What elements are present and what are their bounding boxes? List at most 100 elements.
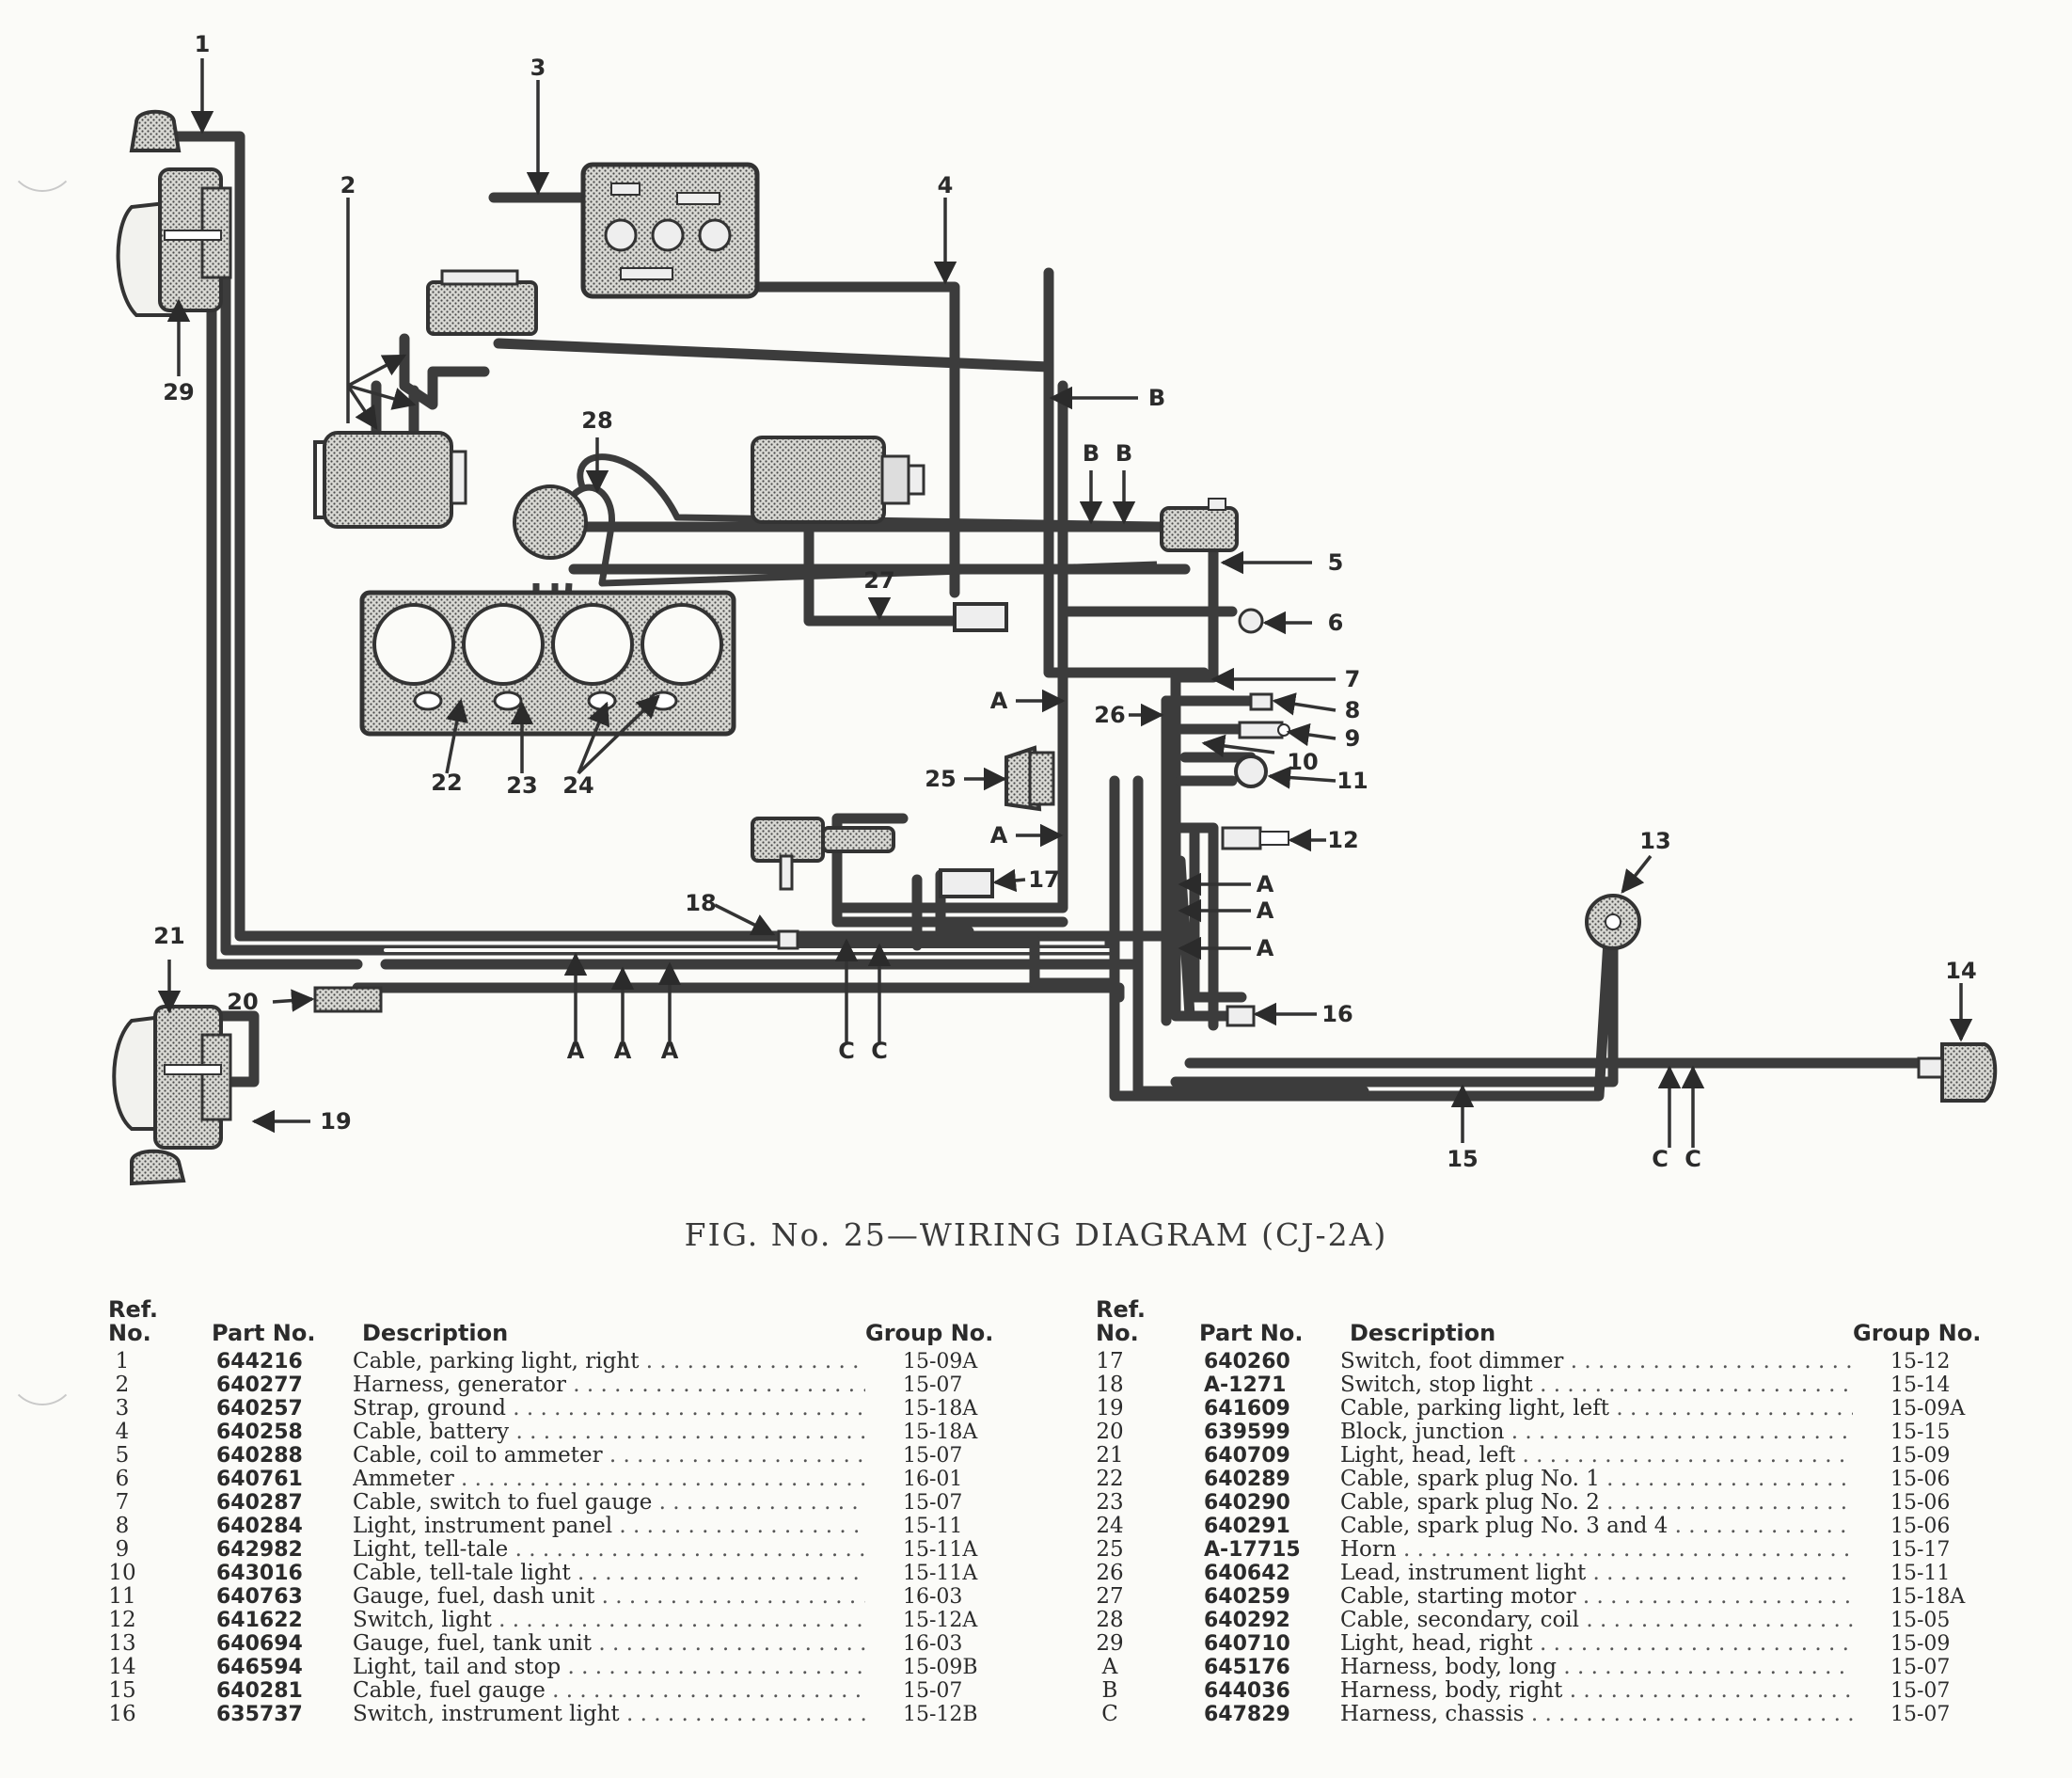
part-number: 639599 — [1204, 1421, 1290, 1444]
ref-number: 1 — [115, 1349, 130, 1373]
part-description: Gauge, fuel, tank unit — [353, 1632, 865, 1656]
foot-dimmer-switch — [939, 868, 994, 898]
header-ref: Ref. — [1096, 1296, 1147, 1323]
ref-number: 25 — [1096, 1537, 1124, 1562]
callout-b-1: B — [1148, 385, 1165, 411]
callout-a-8: A — [661, 1038, 679, 1064]
callout-20: 20 — [227, 989, 258, 1015]
ref-number: 16 — [108, 1702, 136, 1726]
group-number: 15-09A — [1890, 1397, 1966, 1421]
ref-number: B — [1101, 1678, 1118, 1703]
callout-a-7: A — [614, 1038, 632, 1064]
fuel-gauge-tank-unit — [1585, 894, 1641, 950]
header-no: No. — [1096, 1320, 1139, 1346]
part-description: Light, instrument panel — [353, 1515, 865, 1538]
part-description: Harness, generator — [353, 1373, 865, 1397]
group-number: 15-05 — [1890, 1609, 1951, 1632]
part-number: 640761 — [216, 1468, 303, 1491]
callout-11: 11 — [1337, 768, 1368, 794]
group-number: 15-07 — [1890, 1703, 1951, 1726]
callout-8: 8 — [1345, 697, 1361, 723]
part-number: 640710 — [1204, 1632, 1290, 1656]
ref-number: 14 — [108, 1655, 136, 1679]
part-number: 645176 — [1204, 1656, 1290, 1679]
callout-b-3: B — [1115, 440, 1132, 467]
ref-number: 15 — [108, 1678, 136, 1703]
engine-head — [359, 590, 736, 737]
group-number: 15-09 — [1890, 1632, 1951, 1656]
ref-number: 11 — [108, 1584, 136, 1609]
group-number: 15-17 — [1890, 1538, 1951, 1562]
callout-24: 24 — [562, 772, 593, 799]
ref-number: 12 — [108, 1608, 136, 1632]
callout-17: 17 — [1028, 866, 1059, 893]
horn — [1004, 745, 1055, 812]
figure-caption: FIG. No. 25—WIRING DIAGRAM (CJ-2A) — [684, 1216, 1388, 1253]
instrument-panel-light — [1249, 692, 1273, 711]
ref-number: 24 — [1096, 1514, 1124, 1538]
parts-table-header: Ref. No. Part No. Description Group No. — [103, 1298, 1006, 1350]
group-number: 15-07 — [903, 1679, 963, 1703]
callout-14: 14 — [1945, 958, 1976, 984]
part-description: Light, tail and stop — [353, 1656, 865, 1679]
part-description: Harness, body, right — [1340, 1679, 1853, 1703]
callout-22: 22 — [431, 770, 462, 796]
part-description: Cable, spark plug No. 2 — [1340, 1491, 1853, 1515]
voltage-regulator — [426, 269, 538, 336]
part-description: Horn — [1340, 1538, 1853, 1562]
header-description: Description — [1350, 1320, 1496, 1346]
callout-b-2: B — [1083, 440, 1099, 467]
group-number: 15-14 — [1890, 1373, 1951, 1397]
part-description: Switch, stop light — [1340, 1373, 1853, 1397]
part-description: Switch, foot dimmer — [1340, 1350, 1853, 1373]
part-description: Strap, ground — [353, 1397, 865, 1421]
part-number: 640281 — [216, 1679, 303, 1703]
ref-number: 6 — [115, 1467, 130, 1491]
part-number: 642982 — [216, 1538, 303, 1562]
parts-table-right: Ref. No. Part No. Description Group No. … — [1091, 1296, 1994, 1727]
part-number: 647829 — [1204, 1703, 1290, 1726]
ref-number: 29 — [1096, 1631, 1124, 1656]
part-number: 640292 — [1204, 1609, 1290, 1632]
part-description: Cable, parking light, right — [353, 1350, 865, 1373]
brake-unit — [751, 817, 895, 891]
part-number: A-1271 — [1204, 1373, 1287, 1397]
instrument-light-switch — [1226, 1005, 1256, 1027]
callout-3: 3 — [530, 55, 546, 81]
ref-number: 21 — [1096, 1443, 1124, 1468]
group-number: 15-06 — [1890, 1515, 1951, 1538]
callout-a-2: A — [990, 822, 1008, 849]
part-description: Ammeter — [353, 1468, 865, 1491]
stop-light-switch — [777, 929, 799, 950]
part-number: 640709 — [1204, 1444, 1290, 1468]
part-description: Cable, switch to fuel gauge — [353, 1491, 865, 1515]
callout-a-6: A — [567, 1038, 585, 1064]
ref-number: 4 — [115, 1420, 130, 1444]
part-number: 640258 — [216, 1421, 303, 1444]
ignition-coil — [513, 484, 588, 560]
headlight-right — [116, 167, 232, 317]
callout-2: 2 — [340, 172, 356, 198]
callout-a-3: A — [1257, 871, 1274, 897]
group-number: 15-09A — [903, 1350, 978, 1373]
callout-27: 27 — [863, 567, 894, 594]
part-description: Harness, body, long — [1340, 1656, 1853, 1679]
part-number: 646594 — [216, 1656, 303, 1679]
group-number: 15-07 — [903, 1444, 963, 1468]
callout-4: 4 — [938, 172, 954, 198]
binder-hole-mark-bottom — [8, 1336, 77, 1405]
part-description: Light, head, left — [1340, 1444, 1853, 1468]
tell-tale-light — [1238, 721, 1290, 739]
callout-18: 18 — [685, 890, 716, 916]
